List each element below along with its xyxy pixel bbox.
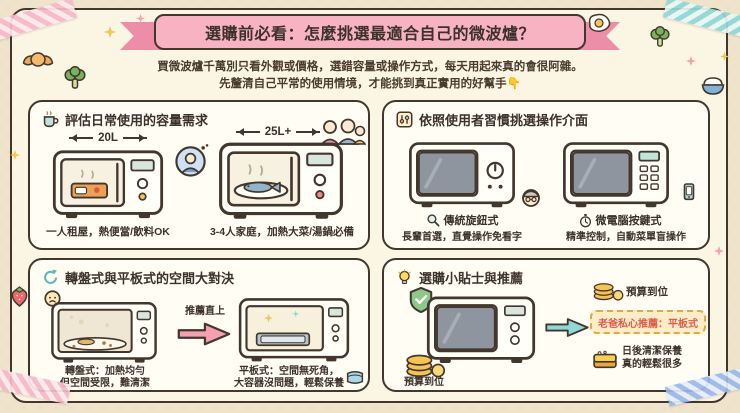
- cleaning-note-line2: 真的輕鬆很多: [622, 359, 682, 370]
- subtitle-line-2: 先釐清自己平常的使用情境，才能挑到真正實用的好幫手👇: [219, 78, 521, 90]
- dial-type-caption: 長輩首選，直覺操作免看字: [402, 232, 522, 243]
- capacity-25l-label: 25L+: [264, 126, 292, 138]
- lightbulb-icon: [396, 269, 413, 286]
- strawberry-icon: [10, 286, 29, 307]
- thinking-person-icon: [174, 142, 209, 177]
- microwave-20l-illustration: [52, 148, 164, 221]
- keypad-type-label: 微電腦按鍵式: [595, 215, 662, 227]
- rotate-icon: [42, 269, 59, 286]
- capacity-20l-label: 20L: [98, 132, 118, 144]
- panel-tips-title: 選購小貼士與推薦: [419, 271, 524, 286]
- panel-layout-header: 轉盤式與平板式的空間大對決: [42, 268, 234, 287]
- microwave-turntable-illustration: [50, 300, 158, 365]
- panel-tips: 選購小貼士與推薦 預算到位 預算到位 老爸私心推薦：平板式 日後清潔保養 真的輕…: [382, 258, 710, 392]
- arrow-label: 推薦直上: [185, 306, 225, 317]
- keypad-type-caption: 精準控制，自動菜單盲操作: [566, 232, 686, 243]
- panel-interface: 依照使用者習慣挑選操作介面 傳統旋鈕式 長輩首選，直覺操作免看字 微電腦按鍵式 …: [382, 100, 710, 250]
- recommendation-box: 老爸私心推薦：平板式: [590, 310, 706, 334]
- magnifier-icon: [426, 213, 440, 227]
- page-title: 選購前必看：怎麼挑選最適合自己的微波爐？: [154, 14, 586, 50]
- fried-egg-icon: [586, 12, 612, 34]
- microwave-dial-illustration: [408, 140, 516, 210]
- capacity-20l-caption: 一人租屋，熱便當/飲料OK: [46, 226, 170, 238]
- broccoli-icon: [650, 26, 670, 48]
- panel-capacity: 評估日常使用的容量需求 20L 25L+ 一人租屋，熱便當/飲料OK 3-4人家…: [28, 100, 370, 250]
- sparkle-icon: [720, 52, 729, 61]
- flatbed-caption-line2: 大容器沒問題，輕鬆保養: [234, 378, 344, 389]
- panel-layout: 轉盤式與平板式的空間大對決 轉盤式：加熱均勻 但空間受限，難清潔 推薦直上 平板…: [28, 258, 370, 392]
- dial-type-label-row: 傳統旋鈕式: [402, 212, 522, 228]
- dimension-line-right: [296, 128, 321, 136]
- budget-bottom-label: 預算到位: [404, 377, 444, 388]
- dimension-line-left: [235, 128, 260, 136]
- panel-layout-title: 轉盤式與平板式的空間大對決: [65, 271, 235, 286]
- coins-icon: [404, 348, 446, 378]
- dial-type-label: 傳統旋鈕式: [443, 215, 499, 227]
- sponge-icon: [592, 350, 618, 370]
- broccoli-icon: [64, 66, 86, 90]
- dimension-line-right: [122, 134, 147, 142]
- smartphone-icon: [680, 182, 698, 204]
- sparkle-icon: [10, 150, 20, 160]
- cup-icon: [42, 111, 59, 128]
- dimension-line-left: [69, 134, 94, 142]
- panel-tips-header: 選購小貼士與推薦: [396, 268, 523, 287]
- elderly-person-icon: [520, 186, 542, 208]
- panel-interface-header: 依照使用者習慣挑選操作介面: [396, 110, 588, 129]
- recommend-arrow-icon: [176, 320, 232, 348]
- cleaning-note-line1: 日後清潔保養: [622, 346, 682, 357]
- capacity-20l-dimension: 20L: [56, 132, 160, 144]
- cleaning-cloth-icon: [346, 370, 364, 385]
- sparkle-icon: [104, 26, 116, 38]
- microwave-flatbed-illustration: [238, 296, 350, 364]
- sparkle-icon: [686, 56, 696, 66]
- keypad-type-label-row: 微電腦按鍵式: [558, 212, 682, 228]
- sparkle-icon: [714, 246, 724, 256]
- capacity-25l-dimension: 25L+: [226, 126, 330, 138]
- rice-bowl-icon: [700, 74, 726, 98]
- microwave-25l-illustration: [218, 140, 344, 222]
- stopwatch-icon: [579, 213, 592, 228]
- tips-arrow-icon: [544, 316, 590, 339]
- subtitle-line-1: 買微波爐千萬別只看外觀或價格，選錯容量或操作方式，每天用起來真的會很阿雜。: [157, 61, 583, 73]
- panel-capacity-header: 評估日常使用的容量需求: [42, 110, 208, 129]
- croissant-icon: [22, 50, 54, 70]
- panel-interface-title: 依照使用者習慣挑選操作介面: [419, 113, 589, 128]
- flatbed-caption-line1: 平板式：空間無死角，: [239, 366, 339, 377]
- budget-top-label: 預算到位: [626, 286, 668, 298]
- panel-capacity-title: 評估日常使用的容量需求: [65, 113, 209, 128]
- turntable-caption-line2: 但空間受限，難清潔: [60, 378, 150, 389]
- sliders-icon: [396, 111, 413, 128]
- coins-stack-icon: [592, 278, 624, 301]
- capacity-25l-caption: 3-4人家庭，加熱大菜/湯鍋必備: [209, 226, 355, 238]
- turntable-caption-line1: 轉盤式：加熱均勻: [65, 366, 145, 377]
- microwave-keypad-illustration: [562, 140, 670, 210]
- sparkle-icon: [136, 14, 145, 23]
